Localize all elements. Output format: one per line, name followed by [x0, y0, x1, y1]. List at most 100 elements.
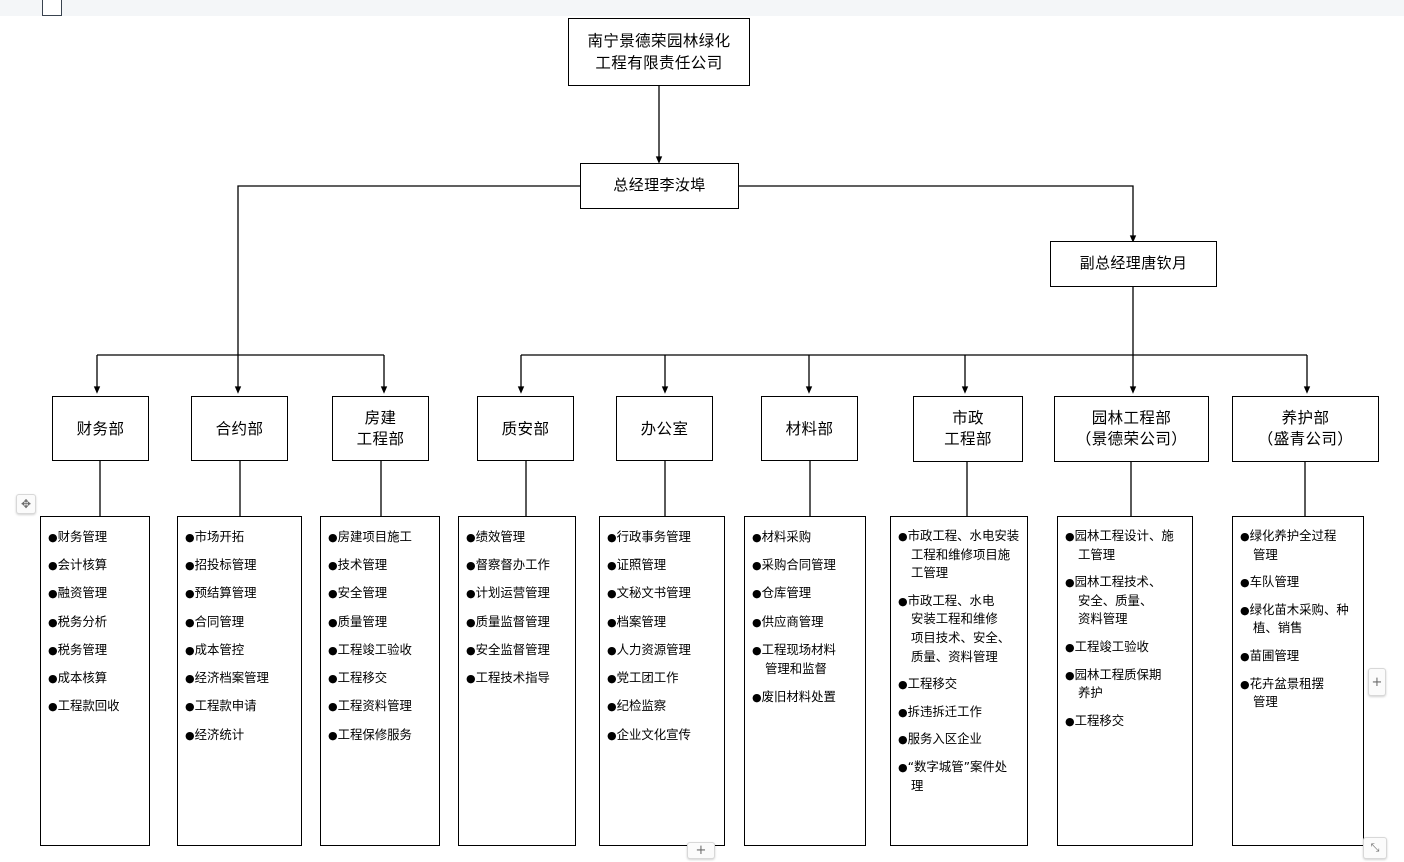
- list-item: ●成本核算: [48, 670, 108, 686]
- list-item: ●成本管控: [185, 641, 245, 657]
- list-item: ●花卉盆景租摆 管理: [1240, 675, 1324, 710]
- dept-box-maintenance-label: 养护部 （盛青公司）: [1257, 409, 1354, 448]
- bullet-icon: ●: [185, 700, 195, 714]
- bullet-icon: ●: [328, 728, 338, 742]
- bullet-icon: ●: [1065, 530, 1075, 543]
- dept-list-materials[interactable]: ●材料采购 ●采购合同管理 ●仓库管理 ●供应商管理 ●工程现场材料 管理和监督…: [744, 516, 866, 846]
- dept-list-municipal[interactable]: ●市政工程、水电安装 工程和维修项目施 工管理 ●市政工程、水电 安装工程和维修…: [890, 516, 1028, 846]
- dept-box-finance[interactable]: 财务部: [52, 396, 149, 461]
- list-item: ●税务分析: [48, 613, 108, 629]
- node-general-manager[interactable]: 总经理李汝埠: [580, 163, 739, 209]
- node-general-manager-label: 总经理李汝埠: [613, 176, 706, 195]
- list-item: ●仓库管理: [752, 585, 812, 601]
- list-item: ●合同管理: [185, 613, 245, 629]
- bullet-icon: ●: [466, 672, 476, 686]
- bullet-icon: ●: [48, 672, 58, 686]
- list-item: ●质量监督管理: [466, 613, 550, 629]
- dept-box-municipal-label: 市政 工程部: [944, 409, 992, 448]
- bullet-icon: ●: [1065, 641, 1075, 655]
- dept-box-materials[interactable]: 材料部: [761, 396, 858, 461]
- list-item: ●市场开拓: [185, 529, 245, 544]
- add-row-below-button[interactable]: +: [687, 842, 715, 859]
- bullet-icon: ●: [185, 587, 195, 601]
- move-arrows-icon[interactable]: ✥: [16, 494, 36, 514]
- dept-list-finance-items: ●财务管理 ●会计核算 ●融资管理 ●税务分析 ●税务管理 ●成本核算 ●工程款…: [48, 527, 143, 716]
- bullet-icon: ●: [185, 615, 195, 629]
- dept-box-maintenance[interactable]: 养护部 （盛青公司）: [1232, 396, 1379, 462]
- list-item: ●纪检监察: [607, 698, 667, 714]
- list-item: ●供应商管理: [752, 613, 824, 629]
- list-item: ●拆违拆迁工作: [898, 703, 982, 719]
- bullet-icon: ●: [48, 531, 58, 544]
- bullet-icon: ●: [898, 594, 908, 608]
- dept-list-landscape[interactable]: ●园林工程设计、施 工管理 ●园林工程技术、 安全、质量、 资料管理 ●工程竣工…: [1057, 516, 1193, 846]
- bullet-icon: ●: [607, 643, 617, 657]
- dept-box-office[interactable]: 办公室: [616, 396, 713, 461]
- list-item: ●督察督办工作: [466, 557, 550, 573]
- add-column-right-button[interactable]: +: [1368, 668, 1386, 696]
- bullet-icon: ●: [607, 615, 617, 629]
- list-item: ●安全监督管理: [466, 641, 550, 657]
- dept-box-municipal[interactable]: 市政 工程部: [913, 396, 1023, 462]
- list-item: ●工程移交: [1065, 712, 1125, 728]
- dept-list-quality-safety[interactable]: ●绩效管理 ●督察督办工作 ●计划运营管理 ●质量监督管理 ●安全监督管理 ●工…: [458, 516, 576, 846]
- bullet-icon: ●: [1065, 576, 1075, 590]
- dept-list-building-items: ●房建项目施工 ●技术管理 ●安全管理 ●质量管理 ●工程竣工验收 ●工程移交 …: [328, 527, 433, 744]
- bullet-icon: ●: [752, 615, 762, 629]
- bullet-icon: ●: [328, 700, 338, 714]
- list-item: ●行政事务管理: [607, 529, 691, 544]
- dept-list-materials-items: ●材料采购 ●采购合同管理 ●仓库管理 ●供应商管理 ●工程现场材料 管理和监督…: [752, 527, 859, 707]
- dept-list-quality-safety-items: ●绩效管理 ●督察督办工作 ●计划运营管理 ●质量监督管理 ●安全监督管理 ●工…: [466, 527, 569, 687]
- dept-list-maintenance[interactable]: ●绿化养护全过程 管理 ●车队管理 ●绿化苗木采购、种 植、销售 ●苗圃管理 ●…: [1232, 516, 1364, 846]
- node-company[interactable]: 南宁景德荣园林绿化 工程有限责任公司: [568, 18, 750, 86]
- dept-box-building[interactable]: 房建 工程部: [332, 396, 429, 461]
- resize-handle-glyph: ⤡: [1370, 841, 1380, 854]
- bullet-icon: ●: [752, 691, 762, 705]
- bullet-icon: ●: [752, 587, 762, 601]
- list-item: ●市政工程、水电 安装工程和维修 项目技术、安全、 质量、资料管理: [898, 592, 1011, 664]
- list-item: ●工程现场材料 管理和监督: [752, 641, 836, 677]
- bullet-icon: ●: [898, 678, 908, 692]
- list-item: ●绩效管理: [466, 529, 526, 544]
- node-deputy-general-manager[interactable]: 副总经理唐钦月: [1050, 241, 1217, 287]
- tab-notch[interactable]: [42, 0, 62, 16]
- dept-list-office[interactable]: ●行政事务管理 ●证照管理 ●文秘文书管理 ●档案管理 ●人力资源管理 ●党工团…: [599, 516, 725, 846]
- bullet-icon: ●: [898, 761, 908, 775]
- bullet-icon: ●: [1240, 677, 1250, 691]
- bullet-icon: ●: [328, 531, 338, 544]
- bullet-icon: ●: [185, 531, 195, 544]
- dept-list-contract[interactable]: ●市场开拓 ●招投标管理 ●预结算管理 ●合同管理 ●成本管控 ●经济档案管理 …: [177, 516, 302, 846]
- dept-box-landscape-label: 园林工程部 （景德荣公司）: [1075, 409, 1188, 448]
- list-item: ●工程移交: [328, 670, 388, 686]
- list-item: ●文秘文书管理: [607, 585, 691, 601]
- bullet-icon: ●: [48, 559, 58, 573]
- window-topbar: [0, 0, 1404, 16]
- bullet-icon: ●: [752, 531, 762, 544]
- list-item: ●工程竣工验收: [1065, 639, 1149, 655]
- list-item: ●服务入区企业: [898, 731, 982, 747]
- dept-list-building[interactable]: ●房建项目施工 ●技术管理 ●安全管理 ●质量管理 ●工程竣工验收 ●工程移交 …: [320, 516, 440, 846]
- list-item: ●绿化苗木采购、种 植、销售: [1240, 601, 1349, 636]
- dept-list-finance[interactable]: ●财务管理 ●会计核算 ●融资管理 ●税务分析 ●税务管理 ●成本核算 ●工程款…: [40, 516, 150, 846]
- resize-diagonal-icon[interactable]: ⤡: [1363, 837, 1387, 859]
- list-item: ●安全管理: [328, 585, 388, 601]
- bullet-icon: ●: [898, 530, 908, 543]
- dept-box-quality-safety-label: 质安部: [501, 419, 550, 438]
- dept-box-contract[interactable]: 合约部: [191, 396, 288, 461]
- bullet-icon: ●: [48, 587, 58, 601]
- list-item: ●税务管理: [48, 641, 108, 657]
- list-item: ●会计核算: [48, 557, 108, 573]
- node-deputy-general-manager-label: 副总经理唐钦月: [1079, 254, 1188, 273]
- bullet-icon: ●: [48, 700, 58, 714]
- dept-box-landscape[interactable]: 园林工程部 （景德荣公司）: [1054, 396, 1209, 462]
- bullet-icon: ●: [466, 615, 476, 629]
- bullet-icon: ●: [466, 559, 476, 573]
- list-item: ●房建项目施工: [328, 529, 412, 544]
- dept-box-quality-safety[interactable]: 质安部: [477, 396, 574, 461]
- list-item: ●企业文化宣传: [607, 726, 691, 742]
- bullet-icon: ●: [1240, 650, 1250, 664]
- bullet-icon: ●: [328, 587, 338, 601]
- list-item: ●经济统计: [185, 726, 245, 742]
- list-item: ●工程保修服务: [328, 726, 412, 742]
